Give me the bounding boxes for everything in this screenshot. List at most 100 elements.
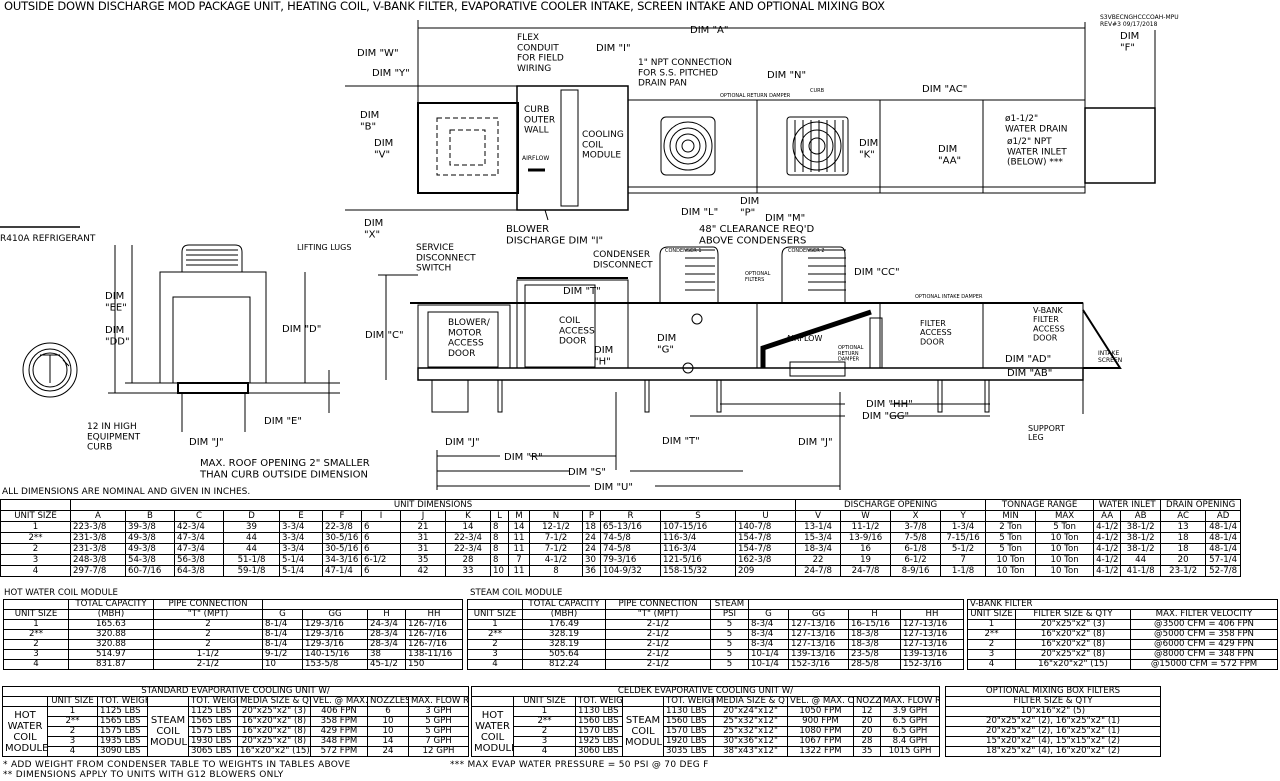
column-header: AB bbox=[1120, 510, 1162, 522]
table-cell: 231-3/8 bbox=[70, 543, 126, 555]
column-header: MIN bbox=[985, 510, 1037, 522]
table-cell: 12 GPH bbox=[407, 746, 470, 757]
label-line: "P" bbox=[740, 208, 755, 219]
label-dim-h-h: DIM "HH" bbox=[866, 399, 913, 410]
table-cell: 6 bbox=[361, 543, 401, 555]
table-cell: 127-13/16 bbox=[788, 619, 849, 630]
label-dim-v: DIM"V" bbox=[374, 138, 393, 161]
label-line: R410A REFRIGERANT bbox=[0, 234, 96, 244]
label-line: DIM "Y" bbox=[372, 68, 410, 79]
label-line: DIM "T" bbox=[662, 436, 700, 447]
table-cell: 16"x20"x2" (8) bbox=[1015, 639, 1131, 650]
column-header: W bbox=[840, 510, 892, 522]
table-cell: @5000 CFM = 358 FPN bbox=[1129, 629, 1279, 640]
label-line: WATER bbox=[7, 720, 43, 732]
column-header: TOT. WEIGHT bbox=[575, 696, 623, 707]
column-header: H bbox=[367, 609, 406, 620]
label-line: SCREEN bbox=[1098, 357, 1122, 364]
table-cell: 328.19 bbox=[522, 639, 606, 650]
caption-row: V-BANK FILTER bbox=[966, 599, 1279, 610]
end-view bbox=[22, 244, 340, 432]
label-line: DIM "GG" bbox=[862, 411, 909, 422]
table-cell: 3 bbox=[967, 649, 1016, 660]
table-cell: 348 FPM bbox=[310, 736, 368, 747]
table-cell: 12 bbox=[853, 706, 881, 717]
label-line: "F" bbox=[1120, 43, 1135, 54]
column-header: X bbox=[890, 510, 942, 522]
table-cell: 20 bbox=[853, 726, 881, 737]
table-cell: 121-5/16 bbox=[660, 554, 736, 566]
table-cell: 16"x20"x2" (8) bbox=[237, 726, 311, 737]
column-header: MAX. FLOW RATE bbox=[879, 696, 941, 707]
label-line: LIFTING LUGS bbox=[297, 243, 351, 252]
table-cell: 10 bbox=[367, 716, 409, 727]
table-caption: V-BANK FILTER bbox=[966, 599, 1279, 610]
table-cell: 2 bbox=[0, 543, 71, 555]
celdek-evap-table: CELDEK EVAPORATIVE COOLING UNIT W/UNIT S… bbox=[470, 686, 941, 757]
table-cell: 2 bbox=[513, 726, 576, 737]
column-header: D bbox=[223, 510, 280, 522]
table-cell: 44 bbox=[223, 543, 280, 555]
table-cell: 2 bbox=[467, 639, 523, 650]
column-header: R bbox=[600, 510, 661, 522]
label-line: FILTER bbox=[1033, 315, 1059, 324]
column-header: C bbox=[174, 510, 224, 522]
label-dim-a: DIM "A" bbox=[690, 25, 729, 36]
column-header: "T" (MPT) bbox=[605, 609, 711, 620]
label-line: "V" bbox=[374, 150, 390, 161]
table-cell: 6 bbox=[361, 521, 401, 533]
label-line: DIM bbox=[1120, 31, 1139, 42]
table-cell: 16"x20"x2" (15) bbox=[1015, 659, 1131, 670]
table-cell: 13 bbox=[1160, 521, 1207, 533]
label-line: DIM bbox=[740, 196, 759, 207]
column-header: FILTER SIZE & QTY bbox=[1015, 609, 1131, 620]
table-cell: 10 Ton bbox=[1035, 565, 1095, 577]
table-cell: 18"x25"x2" (4), 16"x20"x2" (2) bbox=[945, 746, 1161, 757]
drawing-title: OUTSIDE DOWN DISCHARGE MOD PACKAGE UNIT,… bbox=[4, 0, 885, 13]
table-cell: 2 bbox=[153, 629, 263, 640]
table-cell: 4-1/2 bbox=[1093, 532, 1122, 544]
table-cell: 30"x36"x12" bbox=[713, 736, 788, 747]
label-line: DIM "J" bbox=[189, 437, 224, 448]
label-line: ACCESS bbox=[1033, 324, 1065, 333]
table-cell: 127-13/16 bbox=[788, 629, 849, 640]
label-line: COIL bbox=[582, 140, 603, 150]
column-header: J bbox=[400, 510, 446, 522]
table-cell: 74-5/8 bbox=[600, 543, 661, 555]
table-cell: 18 bbox=[1160, 532, 1207, 544]
table-cell: 13-1/4 bbox=[795, 521, 842, 533]
label-line: MODULE bbox=[474, 742, 514, 754]
label-line: AIRFLOW bbox=[522, 155, 549, 162]
table-cell: 38"x43"x12" bbox=[713, 746, 788, 757]
table-cell: 2** bbox=[513, 716, 576, 727]
label-line: V-BANK bbox=[1033, 306, 1064, 315]
table-cell: 38-1/2 bbox=[1120, 543, 1162, 555]
table-cell: 900 FPM bbox=[787, 716, 854, 727]
label-line: WIRING bbox=[517, 64, 551, 74]
label-line: BLOWER bbox=[506, 224, 549, 235]
table-cell: 5 bbox=[710, 659, 749, 670]
label-line: "X" bbox=[364, 230, 380, 241]
table-cell: 2-1/2 bbox=[605, 649, 711, 660]
label-line: OUTER bbox=[524, 115, 555, 125]
table-cell: 31 bbox=[400, 543, 446, 555]
column-header: H bbox=[848, 609, 901, 620]
table-cell: 126-7/16 bbox=[405, 639, 463, 650]
table-cell: 3-3/4 bbox=[279, 521, 323, 533]
label-dim-a-b: DIM "AB" bbox=[1007, 368, 1052, 379]
table-cell: 107-15/16 bbox=[660, 521, 736, 533]
column-header: G bbox=[748, 609, 789, 620]
column-header: HH bbox=[405, 609, 463, 620]
table-cell: 4-1/2 bbox=[1093, 521, 1122, 533]
table-cell: @6000 CFM = 429 FPN bbox=[1129, 639, 1279, 650]
table-cell: 11 bbox=[508, 543, 530, 555]
column-header: A bbox=[70, 510, 126, 522]
table-cell: 6-1/2 bbox=[890, 554, 942, 566]
table-cell: 4-1/2 bbox=[1093, 543, 1122, 555]
